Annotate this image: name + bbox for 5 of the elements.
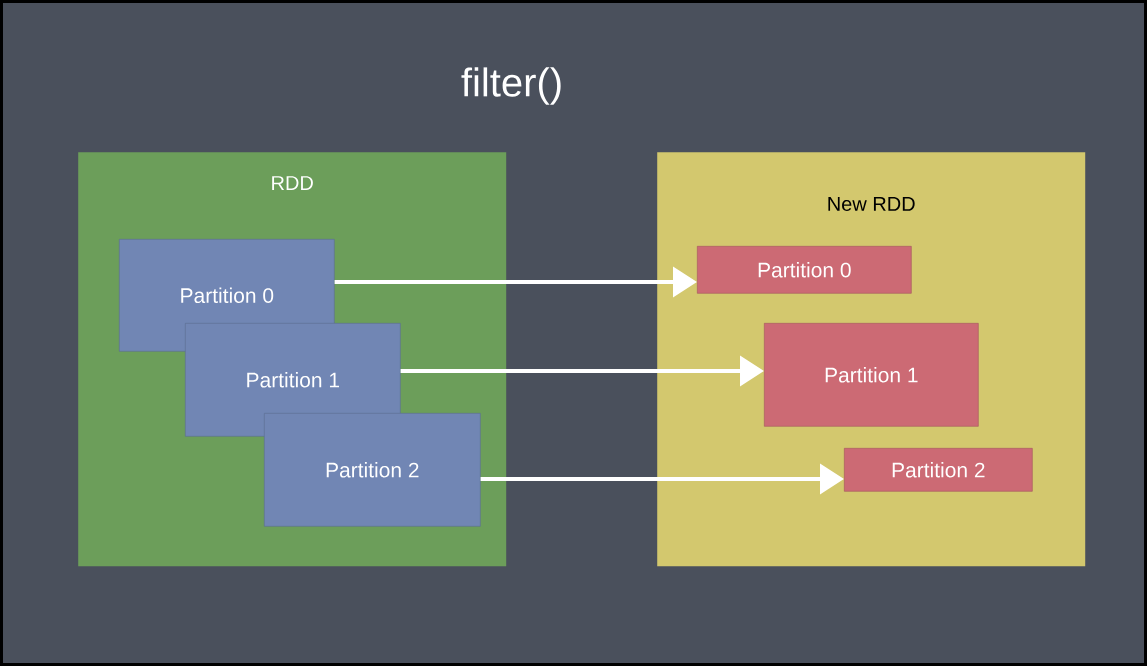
partition-box: Partition 2 [844, 448, 1033, 492]
partition-box: Partition 2 [264, 413, 481, 527]
partition-box: Partition 1 [764, 323, 979, 427]
partition-box: Partition 0 [697, 246, 912, 294]
title: filter() [461, 67, 561, 105]
